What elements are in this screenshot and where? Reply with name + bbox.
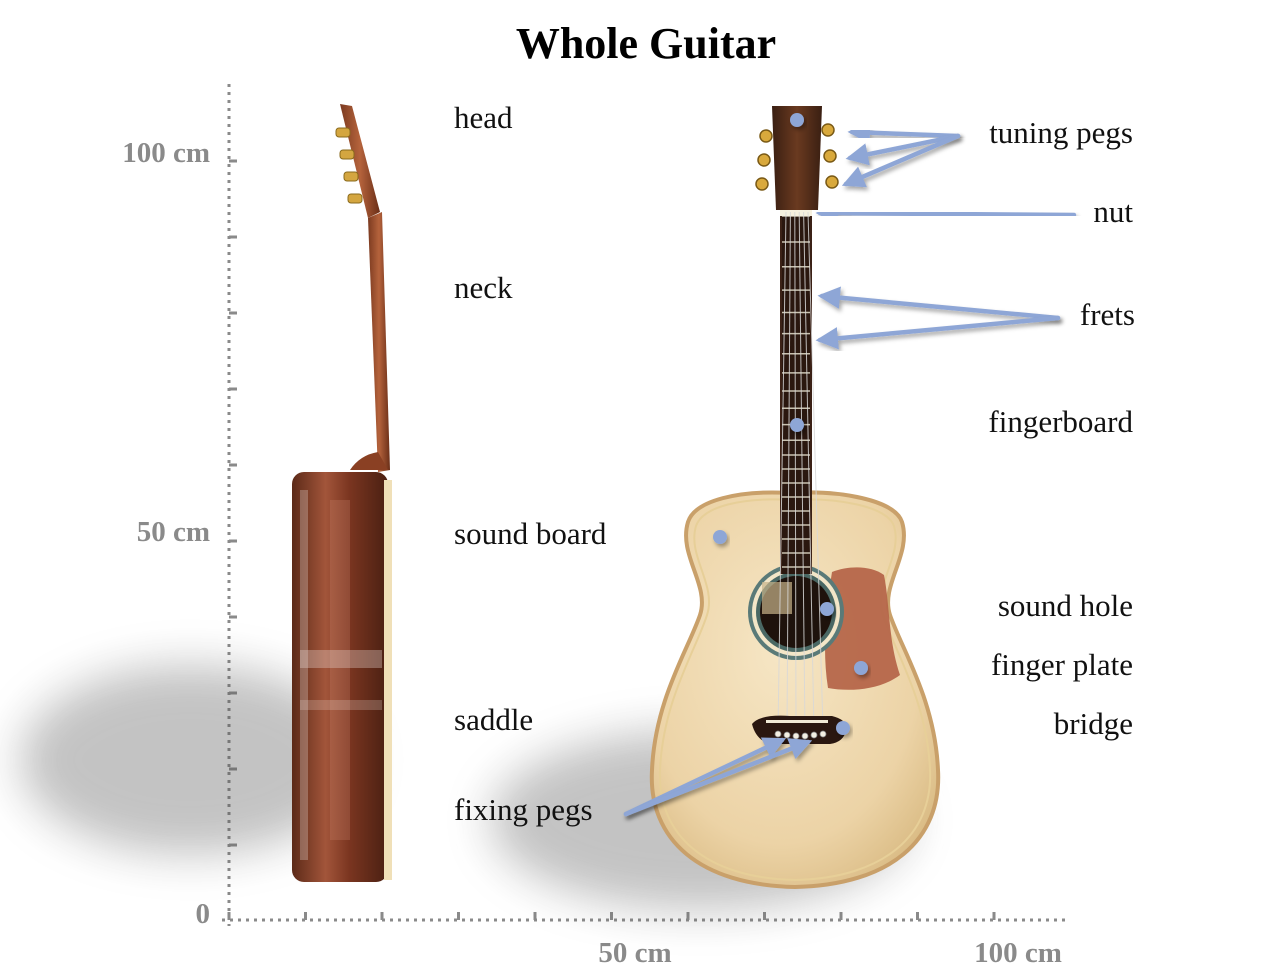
front-nut — [780, 210, 812, 216]
annotation-frets: frets — [815, 286, 1135, 350]
y-label-100cm: 100 cm — [122, 137, 210, 169]
annotation-head: head — [454, 100, 804, 135]
x-axis-ticks — [227, 912, 996, 920]
annotation-saddle: saddle — [454, 702, 767, 737]
scale-axes: 100 cm 50 cm 0 50 cm 100 cm — [122, 84, 1068, 969]
x-label-100cm: 100 cm — [974, 937, 1062, 969]
annotation-bridge: bridge — [836, 706, 1133, 741]
label-sound-hole: sound hole — [998, 588, 1133, 623]
annotation-sound-hole: sound hole — [820, 588, 1133, 623]
x-label-50cm: 50 cm — [598, 937, 671, 969]
label-sound-board: sound board — [454, 516, 607, 551]
y-label-50cm: 50 cm — [137, 516, 210, 548]
diagram-title: Whole Guitar — [516, 19, 776, 68]
annotation-sound-board: sound board — [454, 516, 727, 551]
side-neck — [368, 212, 390, 472]
front-bridge — [752, 715, 847, 744]
label-bridge: bridge — [1054, 706, 1133, 741]
guitar-string — [803, 211, 815, 731]
label-finger-plate: finger plate — [991, 647, 1133, 682]
guitar-string — [798, 211, 806, 731]
guitar-front-view — [490, 106, 941, 910]
annotation-tuning-pegs: tuning pegs — [841, 115, 1133, 188]
side-view-shadow — [20, 665, 360, 855]
label-frets: frets — [1080, 297, 1135, 332]
side-body — [292, 472, 388, 882]
label-neck: neck — [454, 270, 513, 305]
annotation-fixing-pegs: fixing pegs — [454, 737, 813, 827]
front-pickguard — [825, 567, 900, 690]
label-head: head — [454, 100, 513, 135]
front-strings — [777, 211, 824, 731]
guitar-string — [794, 211, 797, 731]
guitar-string — [786, 211, 791, 731]
label-fixing-pegs: fixing pegs — [454, 792, 593, 827]
front-saddle-piece — [766, 720, 828, 723]
label-tuning-pegs: tuning pegs — [989, 115, 1133, 150]
annotation-fingerboard: fingerboard — [790, 404, 1133, 439]
annotation-neck: neck — [454, 270, 775, 305]
label-nut: nut — [1093, 194, 1133, 229]
label-saddle: saddle — [454, 702, 533, 737]
guitar-side-view — [20, 104, 392, 882]
guitar-string — [777, 211, 787, 731]
front-tuning-pegs — [755, 123, 839, 191]
front-headstock — [772, 106, 822, 210]
side-tuning-pegs — [335, 127, 363, 204]
y-label-0: 0 — [196, 898, 211, 930]
annotation-finger-plate: finger plate — [854, 647, 1133, 682]
label-fingerboard: fingerboard — [988, 404, 1133, 439]
guitar-string — [807, 211, 824, 731]
annotation-nut: nut — [815, 194, 1133, 229]
